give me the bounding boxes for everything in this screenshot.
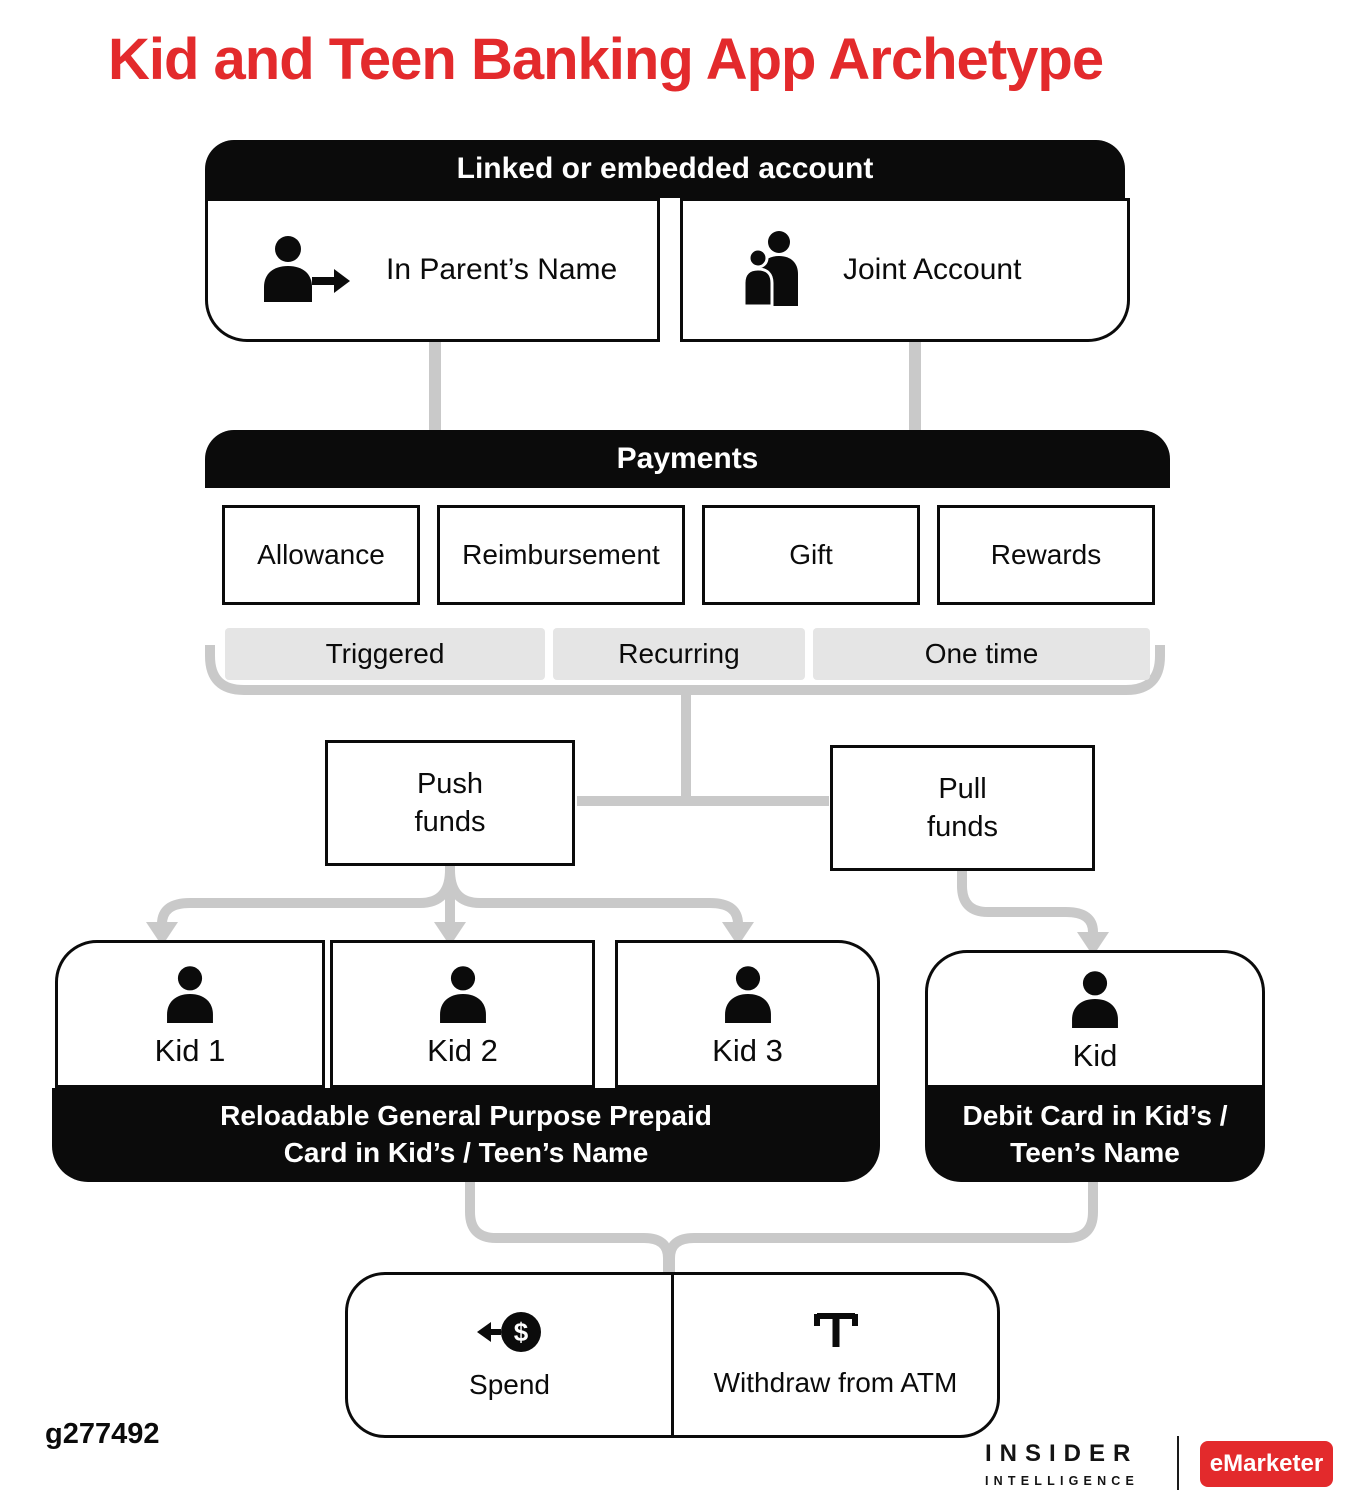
person-arrow-icon	[260, 234, 352, 306]
push-funds-line2: funds	[414, 806, 486, 838]
pull-funds-box: Pull funds	[830, 745, 1095, 871]
page-title: Kid and Teen Banking App Archetype	[108, 27, 1104, 92]
timing-triggered: Triggered	[225, 628, 545, 680]
push-funds-box: Push funds	[325, 740, 575, 866]
cards-to-actions-connectors	[465, 1182, 1098, 1272]
payments-bracket-connector	[205, 645, 1165, 806]
prepaid-card-line2: Card in Kid’s / Teen’s Name	[283, 1137, 649, 1168]
push-funds-line1: Push	[416, 767, 484, 800]
insider-logo-line1: INSIDER	[985, 1440, 1139, 1467]
joint-account-icon	[741, 230, 803, 310]
debit-card-bar: Debit Card in Kid’s / Teen’s Name	[925, 1088, 1265, 1182]
payment-type-allowance: Allowance	[222, 505, 420, 605]
in-parents-name-box: In Parent’s Name	[205, 198, 660, 342]
account-to-payments-connectors	[429, 336, 921, 434]
spend-cell: $ Spend	[348, 1275, 671, 1435]
kid1-label: Kid 1	[154, 1033, 226, 1068]
person-icon	[433, 965, 493, 1023]
kid1-box: Kid 1	[55, 940, 325, 1088]
withdraw-label: Withdraw from ATM	[713, 1367, 958, 1398]
linked-account-header: Linked or embedded account	[205, 140, 1125, 198]
spend-label: Spend	[469, 1369, 550, 1400]
pull-funds-line2: funds	[927, 811, 998, 843]
spend-coin-icon: $	[476, 1309, 543, 1355]
prepaid-card-line1: Reloadable General Purpose Prepaid	[220, 1100, 712, 1132]
kid-box: Kid	[925, 950, 1265, 1088]
pull-funds-line1: Pull	[938, 772, 987, 805]
person-icon	[160, 965, 220, 1023]
actions-box: $ Spend Withdraw from ATM	[345, 1272, 1000, 1438]
pull-funds-arrow	[957, 871, 1109, 956]
atm-icon	[812, 1311, 860, 1353]
debit-card-line1: Debit Card in Kid’s /	[962, 1100, 1228, 1132]
payments-header: Payments	[205, 430, 1170, 488]
payment-type-rewards: Rewards	[937, 505, 1155, 605]
figure-id: g277492	[45, 1418, 160, 1450]
withdraw-cell: Withdraw from ATM	[671, 1275, 997, 1435]
push-funds-arrows	[146, 866, 754, 946]
brand-divider	[1177, 1436, 1179, 1490]
person-icon	[718, 965, 778, 1023]
insider-logo-line2: INTELLIGENCE	[985, 1474, 1140, 1488]
payment-type-reimbursement: Reimbursement	[437, 505, 685, 605]
joint-account-label: Joint Account	[843, 253, 1022, 286]
joint-account-box: Joint Account	[680, 198, 1130, 342]
kid3-box: Kid 3	[615, 940, 880, 1088]
in-parents-name-label: In Parent’s Name	[386, 253, 618, 286]
emarketer-logo: eMarketer	[1200, 1441, 1333, 1487]
timing-recurring: Recurring	[553, 628, 805, 680]
payment-type-gift: Gift	[702, 505, 920, 605]
kid2-label: Kid 2	[427, 1033, 498, 1068]
svg-text:$: $	[513, 1317, 528, 1347]
debit-card-line2: Teen’s Name	[1010, 1137, 1180, 1168]
prepaid-card-bar: Reloadable General Purpose Prepaid Card …	[52, 1088, 880, 1182]
kid-label: Kid	[1072, 1038, 1118, 1073]
kid3-label: Kid 3	[712, 1033, 783, 1068]
timing-one-time: One time	[813, 628, 1150, 680]
person-icon	[1065, 970, 1125, 1028]
insider-intelligence-logo: INSIDER INTELLIGENCE	[985, 1440, 1139, 1488]
kid2-box: Kid 2	[330, 940, 595, 1088]
